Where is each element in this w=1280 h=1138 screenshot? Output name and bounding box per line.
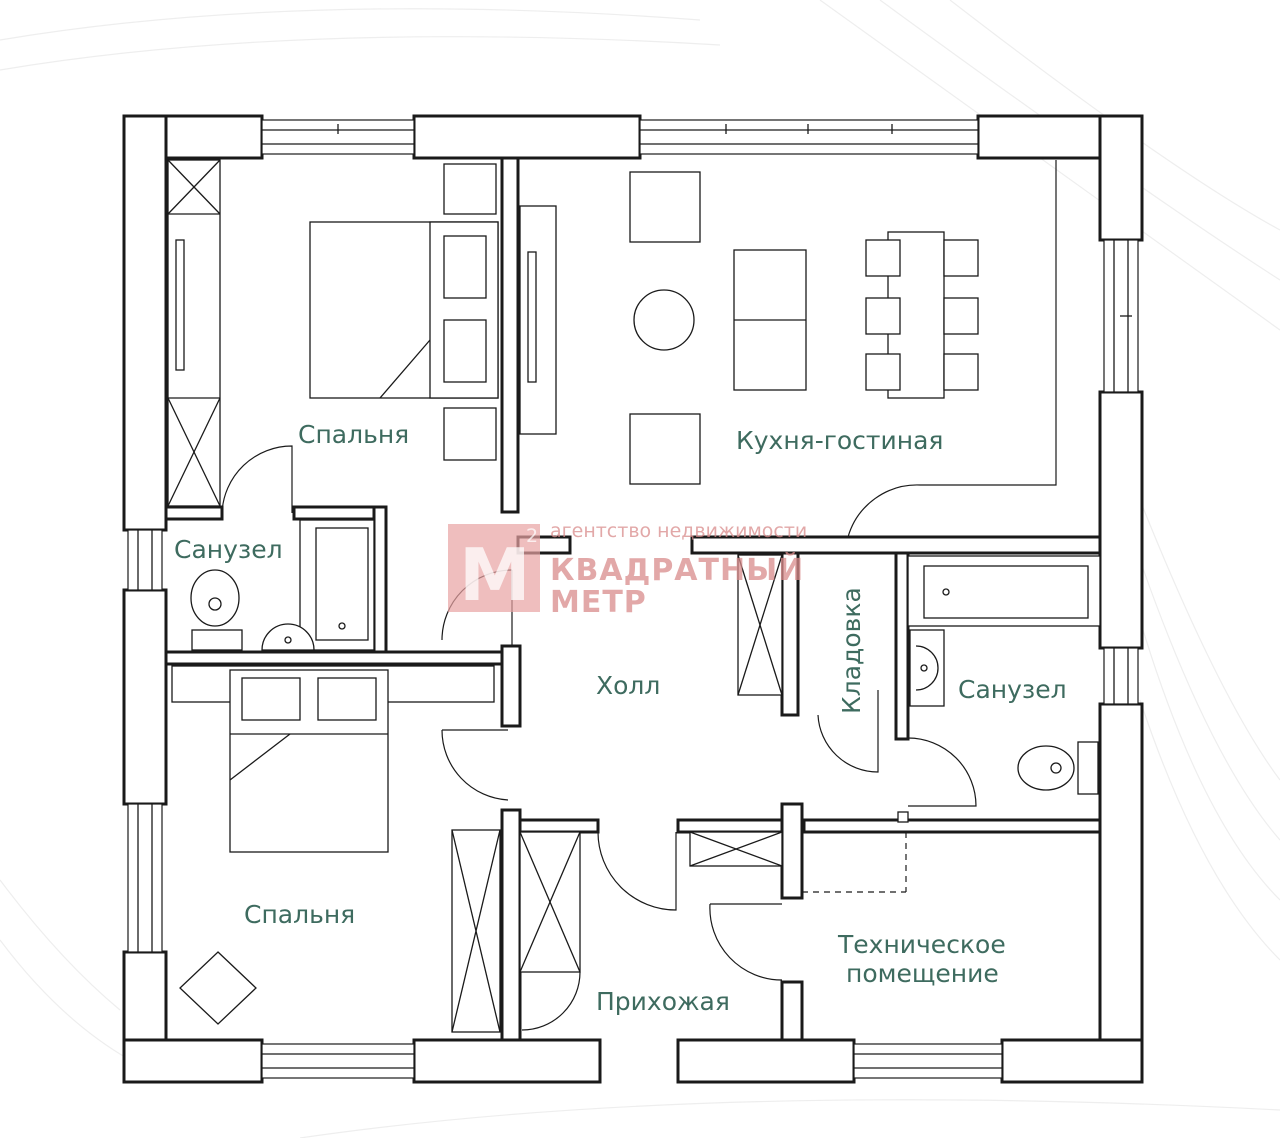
wall-top-mid (412, 114, 642, 160)
interior-walls (164, 156, 1102, 1042)
door-storage (817, 690, 879, 773)
wall-left-mid (122, 588, 168, 806)
armchair (629, 171, 701, 243)
window-left-bottom (127, 803, 163, 953)
watermark-logo-letter: М (459, 533, 532, 617)
furniture-bedroom-top (167, 159, 499, 507)
wall-storage-right (894, 551, 910, 741)
door-bedroom-bottom (441, 729, 509, 801)
door-bathroom-left (221, 445, 293, 514)
wall-bath-top-2 (292, 505, 388, 521)
room-labels: Спальня Кухня-гостиная Санузел Кладовка … (174, 420, 1067, 1016)
furniture-entrance (519, 554, 783, 973)
wall-bath-right (372, 505, 388, 657)
furniture-bathroom-left (190, 519, 375, 651)
door-kitchen (847, 160, 1057, 538)
watermark-name-1: КВАДРАТНЫЙ (550, 552, 804, 588)
window-left-mid (127, 529, 163, 591)
label-bathroom-left: Санузел (174, 535, 283, 564)
tv-cabinet (519, 205, 557, 435)
nightstand (443, 407, 497, 461)
window-right-mid (1103, 647, 1139, 705)
window-top-right (639, 119, 979, 155)
wall-bottom-right (1000, 1038, 1144, 1084)
toilet-right (1017, 745, 1075, 791)
furniture-kitchen (519, 171, 979, 485)
label-bedroom-bottom: Спальня (244, 900, 355, 929)
wall-bath-right-bottom (802, 818, 1102, 834)
window-bottom-right (853, 1043, 1003, 1079)
wall-tech-left (780, 802, 804, 900)
window-bottom-left (261, 1043, 415, 1079)
door-bath-right (907, 737, 977, 807)
label-entrance-hall: Прихожая (596, 987, 730, 1016)
furniture-bedroom-bottom (171, 665, 501, 1033)
wall-bath-top (164, 505, 224, 521)
windows (127, 119, 1139, 1079)
label-kitchen-living: Кухня-гостиная (736, 426, 943, 455)
exterior-walls (122, 114, 1144, 1084)
watermark-tagline: агентство недвижимости (550, 520, 807, 542)
door-wardrobe-entry (521, 971, 581, 1031)
chair (943, 353, 979, 391)
wall-entry-top-right (676, 818, 800, 834)
door-tech (709, 903, 783, 981)
chair (865, 353, 901, 391)
label-technical-2: помещение (846, 959, 999, 988)
wall-right-mid (1098, 390, 1144, 650)
window-right-top (1103, 239, 1139, 393)
wall-tech-left-bottom (780, 980, 804, 1042)
pillow (443, 235, 487, 299)
wall-entry-top-left (516, 818, 600, 834)
wall-bedroom-kitchen (500, 156, 520, 514)
wall-bath-bottom (164, 650, 504, 666)
nightstand (443, 163, 497, 215)
wall-bottom-mid-left (412, 1038, 602, 1084)
wall-stub-hall (500, 644, 522, 728)
chair (865, 297, 901, 335)
wall-bottom-left (122, 1038, 264, 1084)
chair (943, 239, 979, 277)
pillow (241, 677, 301, 721)
watermark: М 2 агентство недвижимости КВАДРАТНЫЙ МЕ… (448, 520, 807, 620)
armchair (629, 413, 701, 485)
coffee-table (633, 289, 695, 351)
chair (865, 239, 901, 277)
wall-bottom-mid-right (676, 1038, 856, 1084)
label-hall: Холл (596, 671, 660, 700)
pillow (317, 677, 377, 721)
label-bedroom-top: Спальня (298, 420, 409, 449)
label-storage: Кладовка (837, 587, 866, 714)
furniture-bathroom-right (907, 555, 1101, 795)
chair (943, 297, 979, 335)
pillow (443, 319, 487, 383)
door-entrance (597, 831, 677, 911)
watermark-name-2: МЕТР (550, 585, 647, 620)
label-technical-1: Техническое (837, 930, 1006, 959)
plant-pot (179, 951, 257, 1025)
watermark-logo-digit: 2 (526, 525, 538, 547)
watermark-logo (448, 524, 540, 612)
label-bathroom-right: Санузел (958, 675, 1067, 704)
wall-right-top (1098, 114, 1144, 242)
wall-entry-left (500, 808, 522, 1042)
window-top-left (261, 119, 415, 155)
wall-left-top (122, 114, 168, 532)
wall-right-bottom (1098, 702, 1144, 1084)
